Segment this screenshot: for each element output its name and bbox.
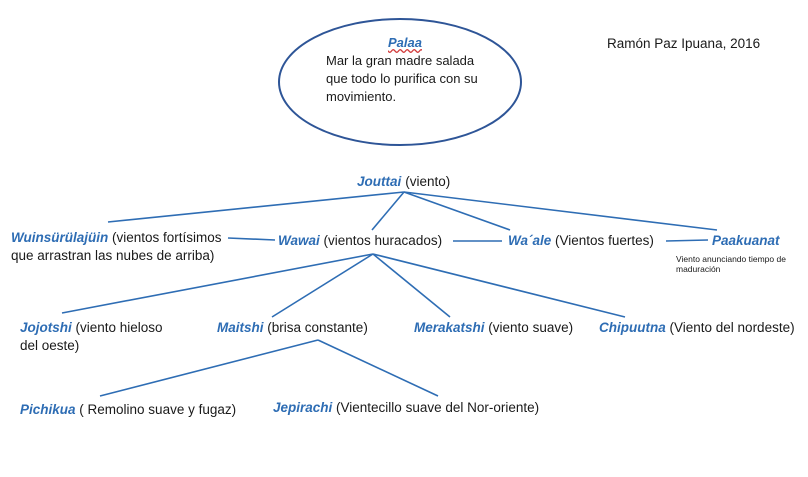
edge-jouttai-paakuanat [403, 191, 718, 231]
edge-jouttai-wuinsurulajuin [107, 191, 405, 223]
node-jouttai: Jouttai(viento) [357, 173, 450, 191]
edge-wawai-jojotshi [61, 253, 374, 314]
node-term: Wa´ale [508, 233, 552, 248]
node-jepirachi: Jepirachi (Vientecillo suave del Nor-ori… [273, 399, 539, 417]
node-term: Merakatshi [414, 320, 485, 335]
node-gloss: (Viento del nordeste) [665, 320, 795, 335]
node-note: Viento anunciando tiempo de [676, 254, 786, 264]
node-note: maduración [676, 264, 721, 274]
node-gloss: (Vientecillo suave del Nor-oriente) [332, 400, 540, 415]
node-paakuanat: Paakuanat [712, 232, 780, 250]
node-term: Jouttai [357, 174, 402, 189]
edge-wawai-maitshi [271, 253, 374, 318]
node-term: Maitshi [217, 320, 264, 335]
node-gloss: (brisa constante) [263, 320, 368, 335]
root-description: Mar la gran madre salada que todo lo pur… [326, 52, 478, 106]
node-gloss: que arrastran las nubes de arriba) [11, 248, 215, 263]
edge-jouttai-waale [403, 191, 511, 231]
edge-wawai-merakatshi [372, 253, 451, 318]
edge-maitshi-pichikua [99, 339, 319, 397]
root-ellipse [278, 18, 522, 146]
edge-maitshi-jepirachi [317, 339, 439, 397]
node-gloss: ( Remolino suave y fugaz) [75, 402, 237, 417]
node-paakuanat-note: Viento anunciando tiempo de maduración [676, 254, 786, 274]
edge-wawai-chipuutna [372, 253, 626, 318]
node-gloss: (Vientos fuertes) [551, 233, 654, 248]
root-description-line: que todo lo purifica con su [326, 71, 478, 86]
node-maitshi: Maitshi (brisa constante) [217, 319, 368, 337]
node-term: Chipuutna [599, 320, 666, 335]
edge-wuinsurulajuin-wawai [227, 237, 276, 241]
node-gloss: (vientos huracados) [319, 233, 443, 248]
node-gloss: (viento suave) [484, 320, 574, 335]
node-gloss: (viento) [405, 174, 451, 189]
root-term-label: Palaa [388, 35, 422, 50]
edge-waale-paakuanat [665, 239, 709, 242]
node-gloss: del oeste) [20, 338, 80, 353]
node-term: Jepirachi [273, 400, 333, 415]
edge-jouttai-wawai [371, 191, 405, 231]
node-term: Pichikua [20, 402, 76, 417]
node-term: Wuinsürülajüin [11, 230, 109, 245]
author-credit: Ramón Paz Ipuana, 2016 [607, 36, 761, 51]
node-term: Paakuanat [712, 233, 780, 248]
root-term: Palaa [388, 34, 422, 52]
node-term: Jojotshi [20, 320, 72, 335]
node-wawai: Wawai (vientos huracados) [278, 232, 442, 250]
root-description-line: Mar la gran madre salada [326, 53, 475, 68]
node-gloss: (viento hieloso [71, 320, 163, 335]
node-term: Wawai [278, 233, 320, 248]
node-wuinsurulajuin: Wuinsürülajüin (vientos fortísimos que a… [11, 229, 222, 265]
node-waale: Wa´ale (Vientos fuertes) [508, 232, 654, 250]
node-gloss: (vientos fortísimos [108, 230, 222, 245]
node-chipuutna: Chipuutna (Viento del nordeste) [599, 319, 795, 337]
node-merakatshi: Merakatshi (viento suave) [414, 319, 573, 337]
root-description-line: movimiento. [326, 89, 397, 104]
node-pichikua: Pichikua ( Remolino suave y fugaz) [20, 401, 236, 419]
node-jojotshi: Jojotshi (viento hieloso del oeste) [20, 319, 163, 355]
